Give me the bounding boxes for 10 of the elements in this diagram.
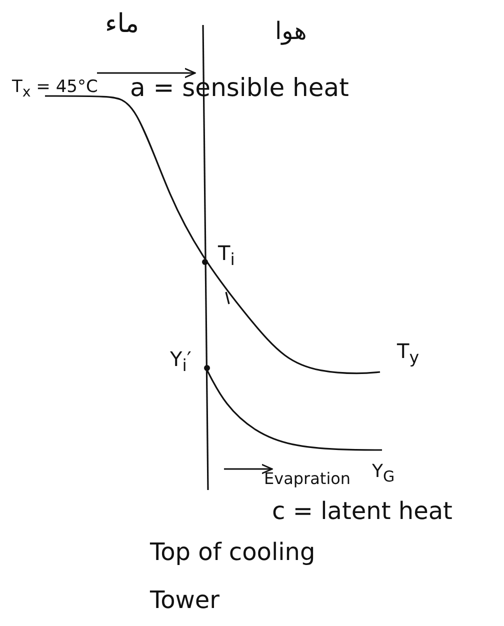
annotation-text: Top of cooling Tower (150, 537, 316, 616)
annotation-text: ماء (105, 10, 140, 39)
annotation-text: Y$_{G}$ (372, 462, 395, 486)
annotation-text: T$_{i}$ (218, 242, 235, 270)
annotation-text: Y$_{i}$′ (170, 348, 192, 376)
annotation-text: Evapration (264, 470, 351, 488)
annotation-text: T$_{y}$ (397, 340, 420, 368)
annotation-text: c = latent heat (272, 498, 452, 524)
annotation-text: هوا (275, 18, 307, 44)
annotation-text: T$_{x}$ = 45°C (12, 78, 98, 101)
